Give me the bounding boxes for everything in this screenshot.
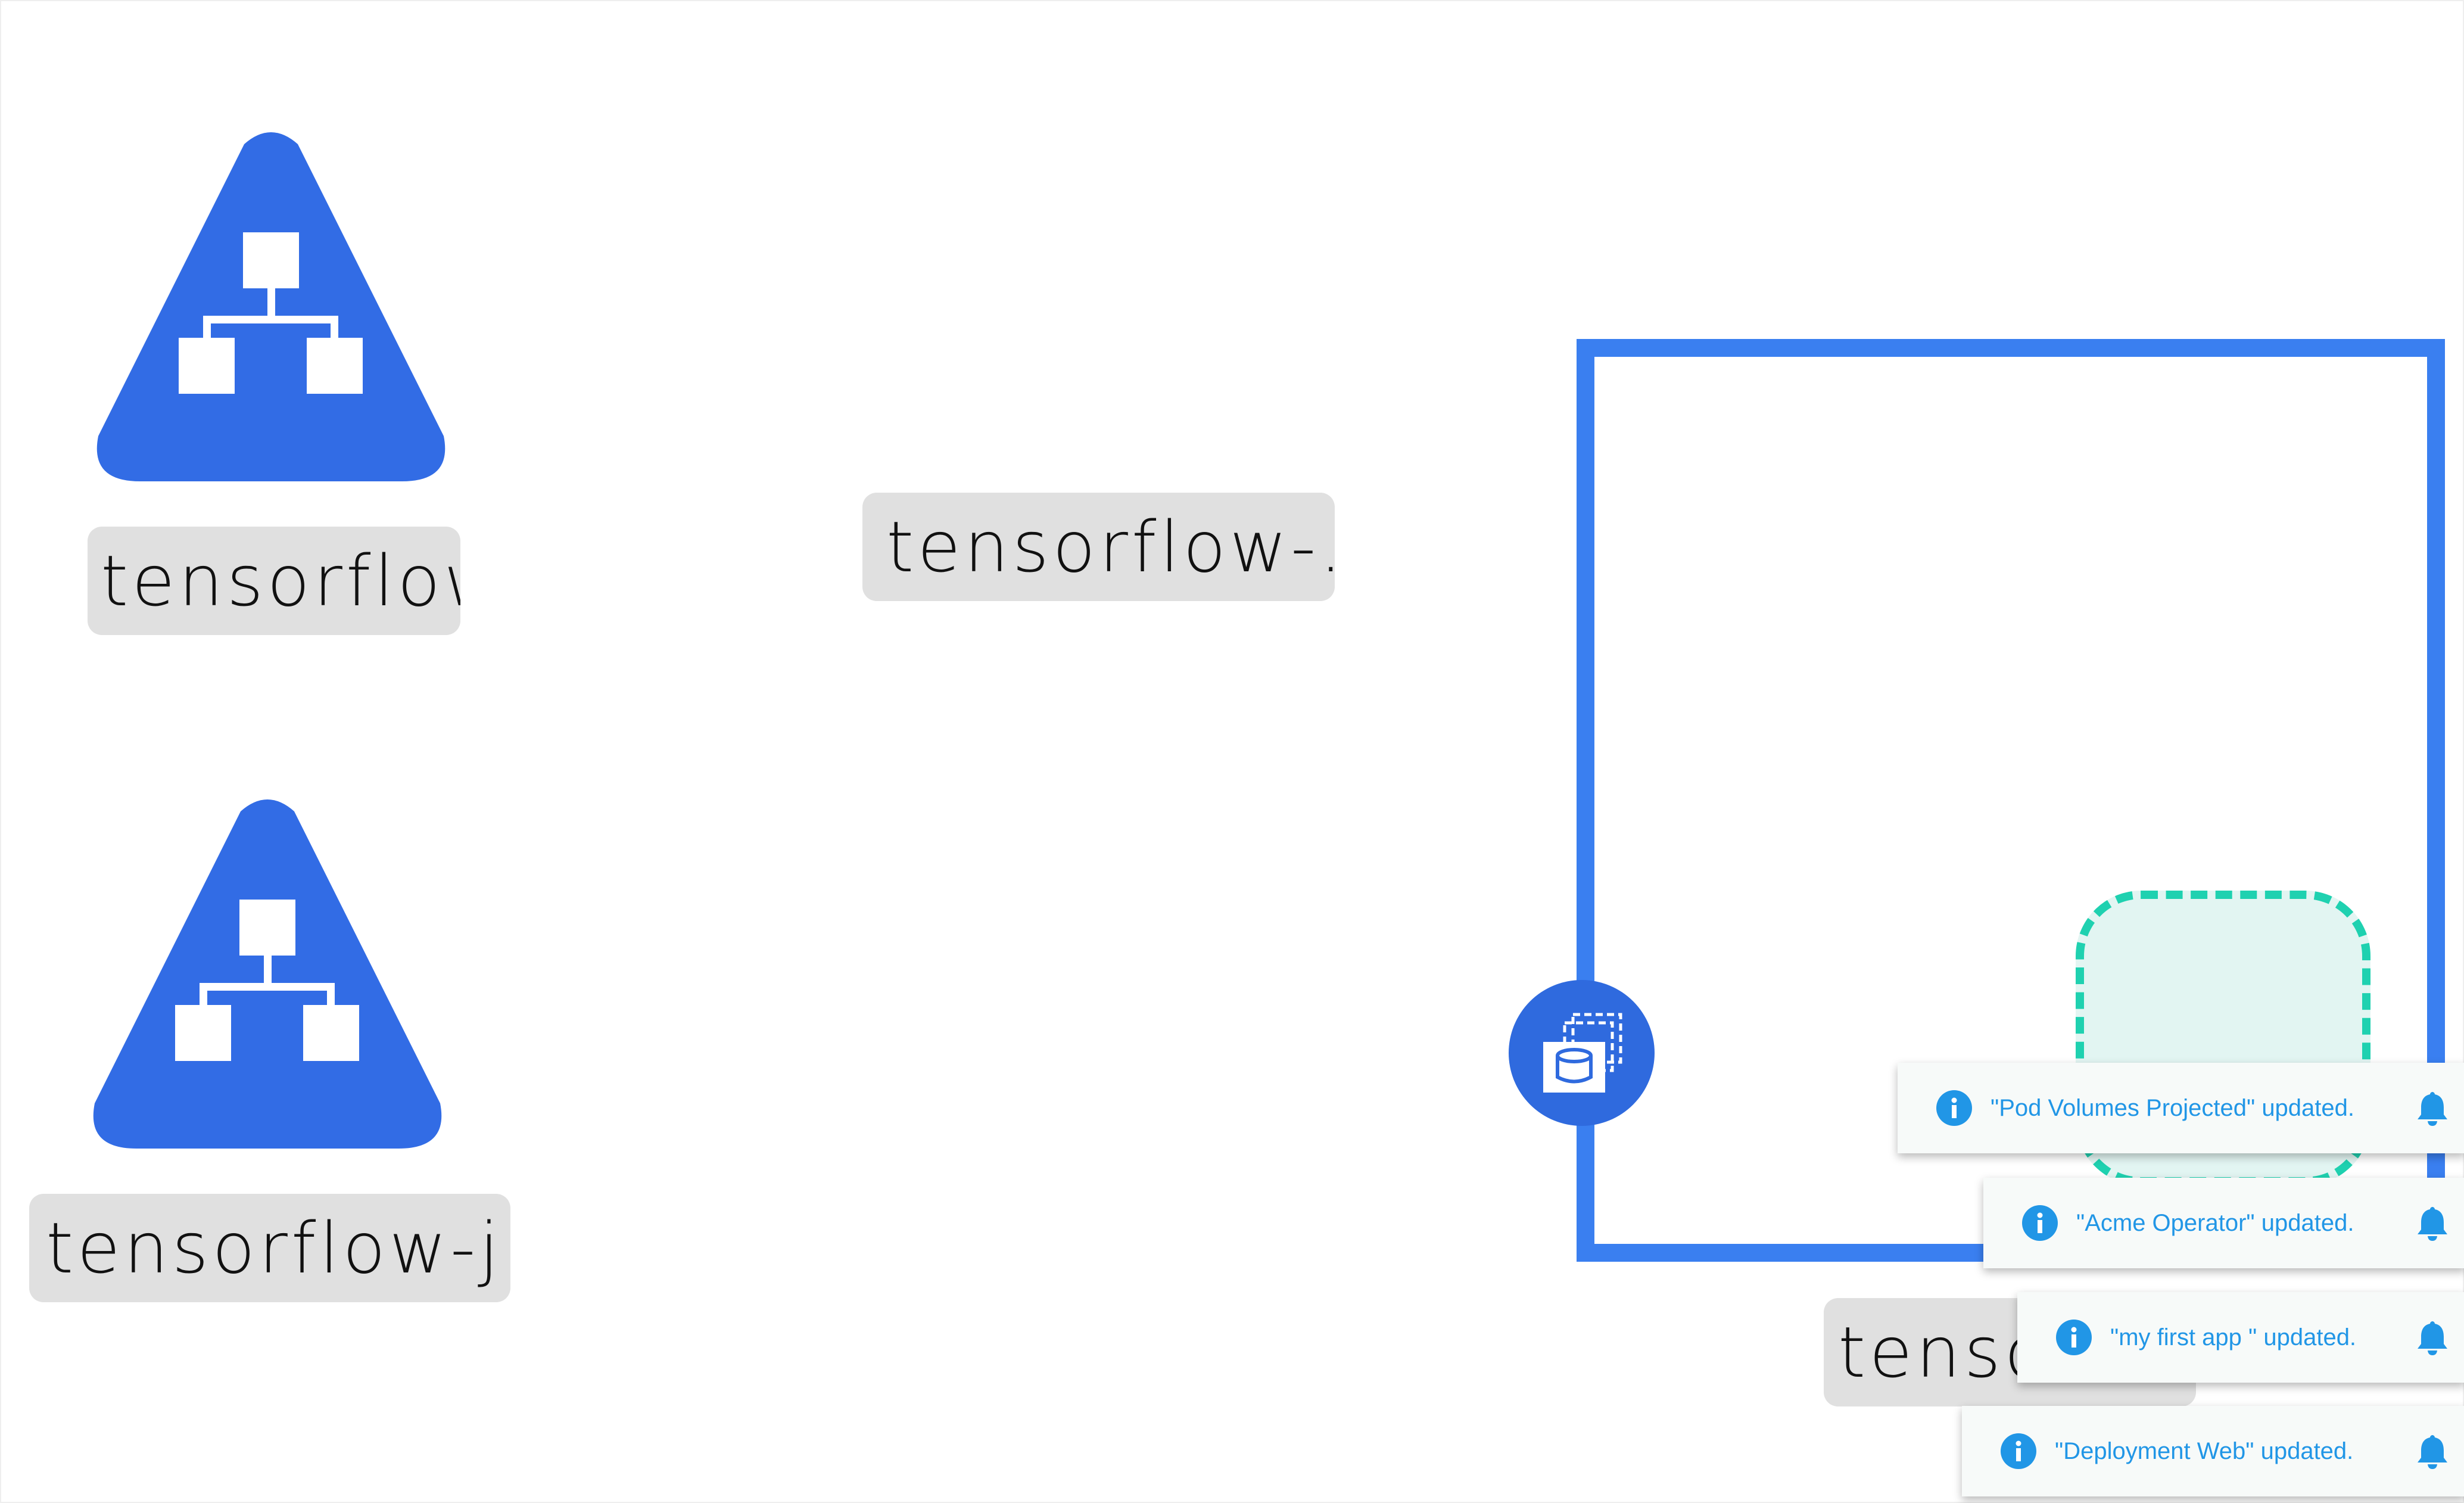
notification-toast[interactable]: "Pod Volumes Projected" updated. — [1898, 1063, 2464, 1153]
service-label-tensorflow-j[interactable]: tensorflow-j... — [29, 1194, 510, 1302]
notification-message: "Deployment Web" updated. — [2055, 1438, 2354, 1464]
notification-message: "my first app " updated. — [2110, 1324, 2357, 1350]
notification-message: "Acme Operator" updated. — [2076, 1210, 2354, 1236]
notification-toast[interactable]: "my first app " updated. — [2017, 1292, 2464, 1383]
notification-toast[interactable]: "Deployment Web" updated. — [1962, 1406, 2464, 1496]
database-stack-icon — [1543, 1013, 1622, 1093]
node-label-floating[interactable]: tensorflow-... — [862, 493, 1335, 601]
storage-volume-node[interactable] — [1509, 980, 1655, 1126]
bell-icon[interactable] — [2415, 1433, 2450, 1470]
bell-icon[interactable] — [2415, 1205, 2450, 1241]
info-icon — [1936, 1090, 1973, 1127]
service-triangle-icon — [96, 132, 446, 481]
info-icon — [2021, 1205, 2058, 1241]
info-icon — [2055, 1319, 2092, 1356]
service-node-tensorflow-j[interactable] — [89, 793, 446, 1151]
bell-icon[interactable] — [2415, 1319, 2450, 1356]
service-triangle-icon — [93, 799, 442, 1149]
bell-icon[interactable] — [2415, 1090, 2450, 1127]
notification-message: "Pod Volumes Projected" updated. — [1990, 1095, 2355, 1121]
service-label-tensorflow[interactable]: tensorflow — [88, 527, 460, 635]
notification-toast[interactable]: "Acme Operator" updated. — [1983, 1178, 2464, 1268]
info-icon — [2000, 1433, 2037, 1470]
service-node-tensorflow[interactable] — [92, 126, 450, 484]
